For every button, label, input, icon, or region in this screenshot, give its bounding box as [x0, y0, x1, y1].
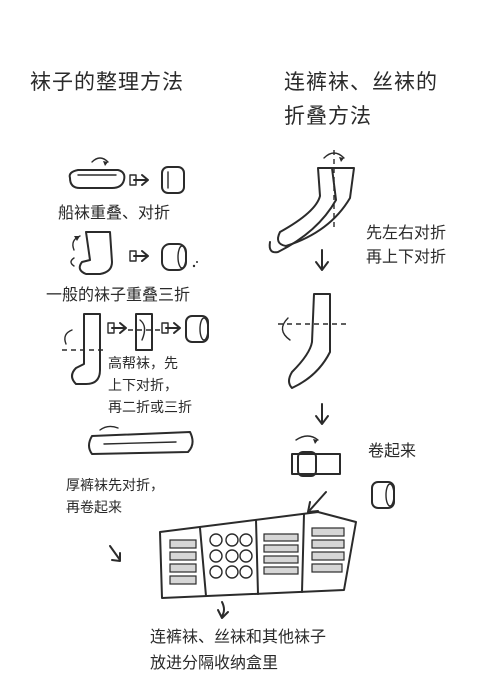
boat-sock-icon [68, 157, 126, 189]
storage-box-icon [159, 511, 357, 599]
down-arrow-icon [217, 601, 229, 619]
step-roll: 卷起来 [368, 441, 417, 460]
bottom-caption-line1: 连裤袜、丝袜和其他袜子 [150, 627, 327, 646]
right-title-line2: 折叠方法 [284, 104, 372, 128]
step-regular-socks: 一般的袜子重叠三折 [46, 285, 191, 304]
folded-pantyhose-icon [278, 293, 346, 389]
step-boat-socks: 船袜重叠、对折 [58, 203, 171, 222]
bottom-caption-line2: 放进分隔收纳盒里 [150, 653, 279, 672]
right-arrow-icon [107, 322, 127, 334]
step-thick-tights-1: 厚裤袜先对折， [66, 478, 164, 494]
down-arrow-icon [109, 545, 121, 562]
down-arrow-icon [315, 403, 329, 425]
down-arrow-icon [315, 249, 329, 271]
rolling-pantyhose-icon [291, 435, 341, 477]
rolled-sock-icon [185, 315, 209, 343]
right-title-line1: 连裤袜、丝袜的 [284, 70, 438, 94]
right-arrow-icon [129, 174, 149, 186]
step-high-socks-1: 高帮袜，先 [108, 356, 178, 372]
step-thick-tights-2: 再卷起来 [66, 500, 122, 516]
step-high-socks-3: 再二折或三折 [108, 400, 192, 416]
pantyhose-icon [268, 150, 355, 254]
right-arrow-icon [129, 250, 149, 262]
rolled-sock-icon [371, 481, 395, 509]
folded-high-sock-icon [128, 313, 160, 351]
left-title: 袜子的整理方法 [30, 70, 184, 94]
step-fold-1: 先左右对折 [366, 223, 447, 242]
sock-icon [70, 231, 113, 275]
right-arrow-icon [161, 322, 181, 334]
folded-sock-icon [161, 166, 185, 194]
step-high-socks-2: 上下对折， [108, 378, 178, 394]
high-sock-icon [62, 313, 104, 385]
step-fold-2: 再上下对折 [366, 247, 447, 266]
tights-icon [88, 425, 194, 455]
down-arrow-icon [307, 491, 327, 513]
rolled-sock-icon [161, 243, 198, 271]
